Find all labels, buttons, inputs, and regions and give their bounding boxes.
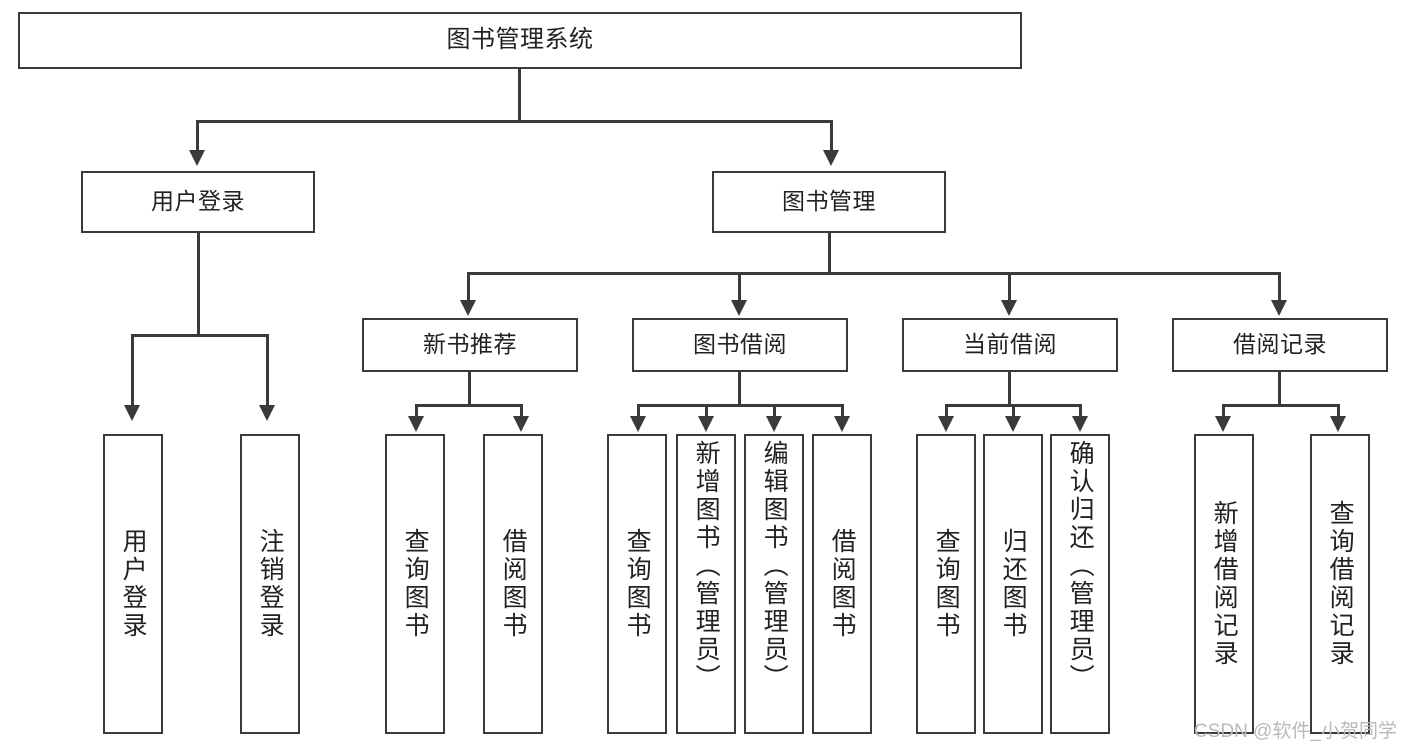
leaf-book-borrow-edit-book-admin[interactable]: 编辑图书（管理员） xyxy=(744,434,804,734)
arrowhead-cb-to-leaf-2 xyxy=(1005,416,1021,432)
node-label: 新书推荐 xyxy=(423,331,517,358)
node-label: 图书借阅 xyxy=(693,331,787,358)
node-label: 确认归还（管理员） xyxy=(1066,440,1095,692)
node-label: 注销登录 xyxy=(256,528,285,640)
connector-user-login-stem xyxy=(197,233,200,336)
connector-bm-to-current-borrow xyxy=(1008,272,1011,302)
arrowhead-root-to-user-login xyxy=(189,150,205,166)
connector-bm-to-book-borrow xyxy=(738,272,741,302)
connector-root-to-user-login xyxy=(196,120,199,152)
arrowhead-root-to-book-management xyxy=(823,150,839,166)
connector-book-borrow-stem xyxy=(738,372,741,406)
connector-borrow-record-bus xyxy=(1222,404,1339,407)
node-label: 查询借阅记录 xyxy=(1326,500,1355,668)
node-book-management[interactable]: 图书管理 xyxy=(712,171,946,233)
node-borrow-record[interactable]: 借阅记录 xyxy=(1172,318,1388,372)
connector-new-book-to-leaf-2 xyxy=(520,404,523,418)
arrowhead-bb-to-leaf-3 xyxy=(766,416,782,432)
connector-user-login-to-leaf-1 xyxy=(131,334,134,407)
node-label: 借阅图书 xyxy=(499,528,528,640)
connector-bm-to-new-book xyxy=(467,272,470,302)
connector-bb-to-leaf-1 xyxy=(637,404,640,418)
connector-bb-to-leaf-2 xyxy=(705,404,708,418)
node-user-login[interactable]: 用户登录 xyxy=(81,171,315,233)
leaf-borrow-record-query-record[interactable]: 查询借阅记录 xyxy=(1310,434,1370,734)
connector-current-borrow-stem xyxy=(1008,372,1011,406)
leaf-current-borrow-return-books[interactable]: 归还图书 xyxy=(983,434,1043,734)
arrowhead-bm-to-borrow-record xyxy=(1271,300,1287,316)
connector-br-to-leaf-1 xyxy=(1222,404,1225,418)
node-root-book-management-system[interactable]: 图书管理系统 xyxy=(18,12,1022,69)
node-label: 当前借阅 xyxy=(963,331,1057,358)
node-label: 用户登录 xyxy=(151,188,245,215)
connector-br-to-leaf-2 xyxy=(1337,404,1340,418)
arrowhead-bb-to-leaf-1 xyxy=(630,416,646,432)
connector-root-bus xyxy=(196,120,833,123)
arrowhead-user-login-to-leaf-1 xyxy=(124,405,140,421)
arrowhead-bm-to-new-book xyxy=(460,300,476,316)
leaf-user-login-login[interactable]: 用户登录 xyxy=(103,434,163,734)
connector-cb-to-leaf-2 xyxy=(1012,404,1015,418)
connector-book-management-stem xyxy=(828,233,831,274)
node-book-borrow[interactable]: 图书借阅 xyxy=(632,318,848,372)
arrowhead-cb-to-leaf-3 xyxy=(1072,416,1088,432)
leaf-user-login-logout[interactable]: 注销登录 xyxy=(240,434,300,734)
leaf-book-borrow-query-books[interactable]: 查询图书 xyxy=(607,434,667,734)
connector-borrow-record-stem xyxy=(1278,372,1281,406)
connector-bm-to-borrow-record xyxy=(1278,272,1281,302)
arrowhead-bm-to-current-borrow xyxy=(1001,300,1017,316)
node-label: 新增图书（管理员） xyxy=(692,440,721,692)
node-label: 借阅记录 xyxy=(1233,331,1327,358)
connector-new-book-to-leaf-1 xyxy=(415,404,418,418)
connector-new-book-stem xyxy=(468,372,471,406)
connector-user-login-to-leaf-2 xyxy=(266,334,269,407)
leaf-new-book-borrow-books[interactable]: 借阅图书 xyxy=(483,434,543,734)
node-label: 借阅图书 xyxy=(828,528,857,640)
arrowhead-bm-to-book-borrow xyxy=(731,300,747,316)
leaf-new-book-query-books[interactable]: 查询图书 xyxy=(385,434,445,734)
arrowhead-new-book-to-leaf-1 xyxy=(408,416,424,432)
arrowhead-bb-to-leaf-4 xyxy=(834,416,850,432)
node-label: 查询图书 xyxy=(932,528,961,640)
node-label: 新增借阅记录 xyxy=(1210,500,1239,668)
arrowhead-br-to-leaf-1 xyxy=(1215,416,1231,432)
connector-book-management-bus xyxy=(467,272,1280,275)
connector-new-book-bus xyxy=(415,404,523,407)
leaf-book-borrow-add-book-admin[interactable]: 新增图书（管理员） xyxy=(676,434,736,734)
node-label: 编辑图书（管理员） xyxy=(760,440,789,692)
connector-root-stem xyxy=(518,69,521,122)
connector-user-login-bus xyxy=(131,334,269,337)
leaf-book-borrow-borrow-books[interactable]: 借阅图书 xyxy=(812,434,872,734)
leaf-current-borrow-confirm-return-admin[interactable]: 确认归还（管理员） xyxy=(1050,434,1110,734)
arrowhead-user-login-to-leaf-2 xyxy=(259,405,275,421)
node-label: 查询图书 xyxy=(623,528,652,640)
node-label: 归还图书 xyxy=(999,528,1028,640)
node-new-book-recommend[interactable]: 新书推荐 xyxy=(362,318,578,372)
arrowhead-cb-to-leaf-1 xyxy=(938,416,954,432)
connector-root-to-book-management xyxy=(830,120,833,152)
arrowhead-br-to-leaf-2 xyxy=(1330,416,1346,432)
node-label: 图书管理 xyxy=(782,188,876,215)
connector-cb-to-leaf-1 xyxy=(945,404,948,418)
node-label: 图书管理系统 xyxy=(446,26,594,54)
leaf-borrow-record-add-record[interactable]: 新增借阅记录 xyxy=(1194,434,1254,734)
connector-bb-to-leaf-3 xyxy=(773,404,776,418)
node-label: 用户登录 xyxy=(119,528,148,640)
connector-bb-to-leaf-4 xyxy=(841,404,844,418)
node-label: 查询图书 xyxy=(401,528,430,640)
arrowhead-bb-to-leaf-2 xyxy=(698,416,714,432)
leaf-current-borrow-query-books[interactable]: 查询图书 xyxy=(916,434,976,734)
node-current-borrow[interactable]: 当前借阅 xyxy=(902,318,1118,372)
arrowhead-new-book-to-leaf-2 xyxy=(513,416,529,432)
connector-cb-to-leaf-3 xyxy=(1079,404,1082,418)
connector-book-borrow-bus xyxy=(637,404,842,407)
